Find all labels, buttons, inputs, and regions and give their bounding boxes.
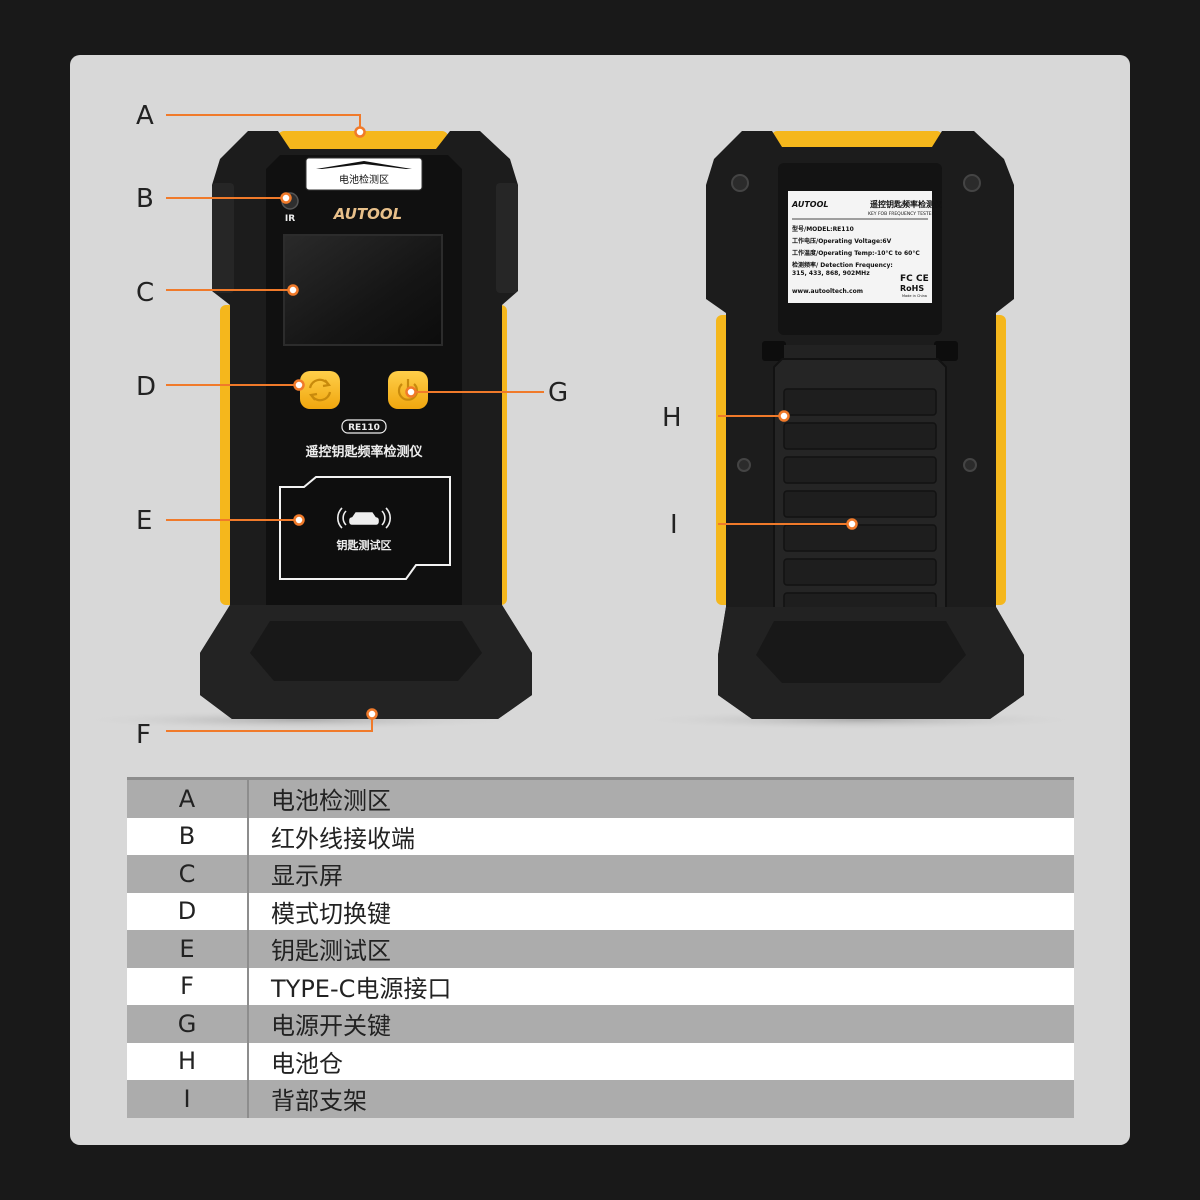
table-row: B 红外线接收端 bbox=[127, 817, 1074, 855]
display-screen bbox=[283, 234, 443, 346]
row-description: 电源开关键 bbox=[271, 1012, 391, 1041]
line-model: 型号/MODEL:RE110 bbox=[792, 225, 854, 233]
line-freq-values: 315, 433, 868, 902MHz bbox=[792, 270, 870, 277]
parts-table: A 电池检测区 B 红外线接收端 C 显示屏 D 模式切换键 E 钥匙测试区 F… bbox=[127, 777, 1074, 1118]
row-letter: F bbox=[127, 967, 249, 1005]
screw-icon bbox=[963, 458, 977, 472]
battery-zone-label: 电池检测区 bbox=[339, 173, 389, 186]
callout-dot-i bbox=[846, 518, 858, 530]
table-row: D 模式切换键 bbox=[127, 892, 1074, 930]
callout-label-e: E bbox=[136, 506, 152, 536]
callout-dot-b bbox=[280, 192, 292, 204]
row-letter: I bbox=[127, 1080, 249, 1118]
refresh-icon bbox=[308, 378, 332, 402]
front-grip-left bbox=[212, 183, 234, 293]
table-row: I 背部支架 bbox=[127, 1080, 1074, 1118]
back-header-en: KEY FOB FREQUENCY TESTER bbox=[868, 211, 935, 217]
hinge-right bbox=[934, 341, 958, 361]
callout-label-b: B bbox=[136, 184, 154, 214]
device-diagram: 电池检测区 IR AUTOOL RE110 bbox=[70, 101, 1090, 750]
model-badge-text: RE110 bbox=[348, 423, 380, 433]
hinge-bar bbox=[784, 345, 936, 361]
callout-dot-e bbox=[293, 514, 305, 526]
key-zone-label: 钥匙测试区 bbox=[337, 538, 392, 552]
diagram-panel: 电池检测区 IR AUTOOL RE110 bbox=[70, 55, 1130, 1145]
row-letter: B bbox=[127, 817, 249, 855]
line-voltage: 工作电压/Operating Voltage:6V bbox=[792, 237, 892, 245]
callout-dot-h bbox=[778, 410, 790, 422]
row-letter: C bbox=[127, 855, 249, 893]
row-description: 模式切换键 bbox=[271, 899, 391, 928]
callout-dot-f bbox=[366, 708, 378, 720]
screw-icon bbox=[737, 458, 751, 472]
callout-label-c: C bbox=[136, 278, 154, 308]
row-description: 电池仓 bbox=[271, 1049, 343, 1078]
table-row: E 钥匙测试区 bbox=[127, 930, 1074, 968]
kickstand-ribs bbox=[783, 388, 937, 614]
row-letter: E bbox=[127, 930, 249, 968]
callout-label-d: D bbox=[136, 372, 156, 402]
row-description: 背部支架 bbox=[271, 1087, 367, 1116]
callout-lines bbox=[166, 114, 848, 732]
front-logo: AUTOOL bbox=[333, 205, 402, 223]
website: www.autooltech.com bbox=[792, 288, 863, 295]
battery-zone-arrow bbox=[316, 161, 412, 169]
back-bumper-inner bbox=[756, 621, 966, 683]
spec-label bbox=[788, 191, 932, 303]
key-test-zone bbox=[279, 476, 451, 580]
row-description: 红外线接收端 bbox=[271, 824, 415, 853]
callout-label-i: I bbox=[670, 510, 678, 540]
callout-label-g: G bbox=[548, 378, 568, 408]
callout-label-h: H bbox=[662, 403, 682, 433]
front-grip-right bbox=[496, 183, 518, 293]
front-bumper-inner bbox=[250, 621, 482, 681]
back-logo: AUTOOL bbox=[791, 200, 828, 209]
hinge-left bbox=[762, 341, 786, 361]
callout-label-a: A bbox=[136, 101, 154, 131]
device-front: 电池检测区 IR AUTOOL RE110 bbox=[200, 131, 532, 719]
car-key-signal-icon bbox=[337, 507, 391, 529]
callout-dot-g bbox=[405, 386, 417, 398]
callout-label-f: F bbox=[136, 720, 151, 750]
made-in: Made in China bbox=[902, 294, 927, 298]
callout-dots bbox=[280, 126, 858, 720]
device-title: 遥控钥匙频率检测仪 bbox=[305, 444, 423, 460]
cert-rohs: RoHS bbox=[900, 284, 924, 293]
screw-icon bbox=[963, 174, 981, 192]
callout-dot-a bbox=[354, 126, 366, 138]
model-badge bbox=[341, 419, 387, 434]
table-row: C 显示屏 bbox=[127, 855, 1074, 893]
cert-fc: FC bbox=[900, 274, 913, 284]
row-description: 电池检测区 bbox=[271, 787, 391, 816]
mode-switch-button[interactable] bbox=[300, 371, 340, 409]
table-row: H 电池仓 bbox=[127, 1042, 1074, 1080]
row-letter: D bbox=[127, 892, 249, 930]
cert-ce: CE bbox=[916, 274, 929, 284]
row-letter: G bbox=[127, 1005, 249, 1043]
screw-icon bbox=[731, 174, 749, 192]
line-freq-label: 检测频率/ Detection Frequency: bbox=[792, 261, 893, 269]
callout-dot-c bbox=[287, 284, 299, 296]
device-back: AUTOOL 遥控钥匙频率检测仪 KEY FOB FREQUENCY TESTE… bbox=[706, 131, 1024, 719]
row-description: 钥匙测试区 bbox=[271, 937, 391, 966]
table-row: G 电源开关键 bbox=[127, 1005, 1074, 1043]
row-letter: H bbox=[127, 1042, 249, 1080]
row-description: TYPE-C电源接口 bbox=[271, 974, 452, 1003]
row-description: 显示屏 bbox=[271, 862, 343, 891]
table-row: A 电池检测区 bbox=[127, 780, 1074, 818]
back-header-cn: 遥控钥匙频率检测仪 bbox=[870, 199, 943, 209]
ir-label: IR bbox=[285, 214, 295, 224]
line-temp: 工作温度/Operating Temp:-10°C to 60°C bbox=[792, 249, 920, 257]
table-row: F TYPE-C电源接口 bbox=[127, 967, 1074, 1005]
back-top-bump bbox=[772, 131, 942, 151]
row-letter: A bbox=[127, 780, 249, 818]
callout-dot-d bbox=[293, 379, 305, 391]
